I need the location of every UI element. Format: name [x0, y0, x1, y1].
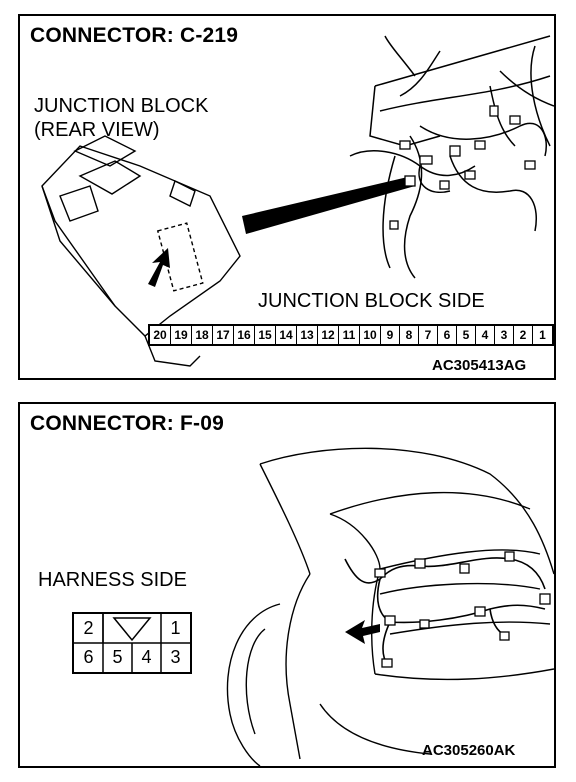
c219-pin-5: 5 [457, 326, 476, 344]
c219-pin-13: 13 [297, 326, 318, 344]
pointer-wedge [242, 176, 415, 234]
junction-block-illustration [41, 35, 554, 367]
connector-f09-panel: CONNECTOR: F-09 HARNESS SIDE 2 1 6 5 4 3 [18, 402, 556, 768]
f09-pin-5: 5 [112, 647, 123, 667]
c219-pin-18: 18 [192, 326, 213, 344]
c219-pin-12: 12 [318, 326, 339, 344]
f09-figure-code: AC305260AK [422, 742, 516, 759]
c219-pin-7: 7 [419, 326, 438, 344]
connector-f09-title: CONNECTOR: F-09 [30, 412, 224, 435]
c219-pin-9: 9 [381, 326, 400, 344]
connector-c219-title: CONNECTOR: C-219 [30, 24, 239, 47]
f09-pin-1: 1 [170, 618, 181, 638]
dashboard-wiring [349, 35, 554, 279]
c219-pin-15: 15 [255, 326, 276, 344]
c219-pin-16: 16 [234, 326, 255, 344]
junction-block-drawing [41, 135, 241, 367]
junction-block-label: JUNCTION BLOCK [34, 95, 209, 117]
f09-pin-6: 6 [83, 647, 94, 667]
c219-pin-20: 20 [150, 326, 171, 344]
c219-pin-17: 17 [213, 326, 234, 344]
harness-connectors [374, 551, 551, 668]
harness-side-label: HARNESS SIDE [38, 569, 187, 591]
f09-pin-4: 4 [141, 647, 152, 667]
pointer-arrow-small [148, 248, 170, 287]
c219-pin-14: 14 [276, 326, 297, 344]
pointer-arrow-f09 [345, 620, 380, 644]
rear-view-label: (REAR VIEW) [34, 119, 160, 141]
c219-pin-8: 8 [400, 326, 419, 344]
c219-pin-11: 11 [339, 326, 360, 344]
f09-connector-grid [74, 614, 190, 672]
c219-pin-19: 19 [171, 326, 192, 344]
c219-pin-10: 10 [360, 326, 381, 344]
f09-pin-3: 3 [170, 647, 181, 667]
wiring-connectors [389, 105, 536, 230]
c219-pin-4: 4 [476, 326, 495, 344]
f09-pin-2: 2 [83, 618, 94, 638]
vehicle-body [226, 447, 554, 766]
c219-figure-code: AC305413AG [432, 357, 527, 374]
rear-vehicle-illustration [226, 447, 554, 766]
c219-pin-2: 2 [514, 326, 533, 344]
c219-pin-3: 3 [495, 326, 514, 344]
connector-c219-panel: CONNECTOR: C-219 JUNCTION BLOCK (REAR VI… [18, 14, 556, 380]
c219-pin-6: 6 [438, 326, 457, 344]
f09-connector-face: 2 1 6 5 4 3 [72, 612, 192, 674]
c219-pin-1: 1 [539, 328, 546, 342]
junction-block-side-label: JUNCTION BLOCK SIDE [258, 290, 485, 312]
